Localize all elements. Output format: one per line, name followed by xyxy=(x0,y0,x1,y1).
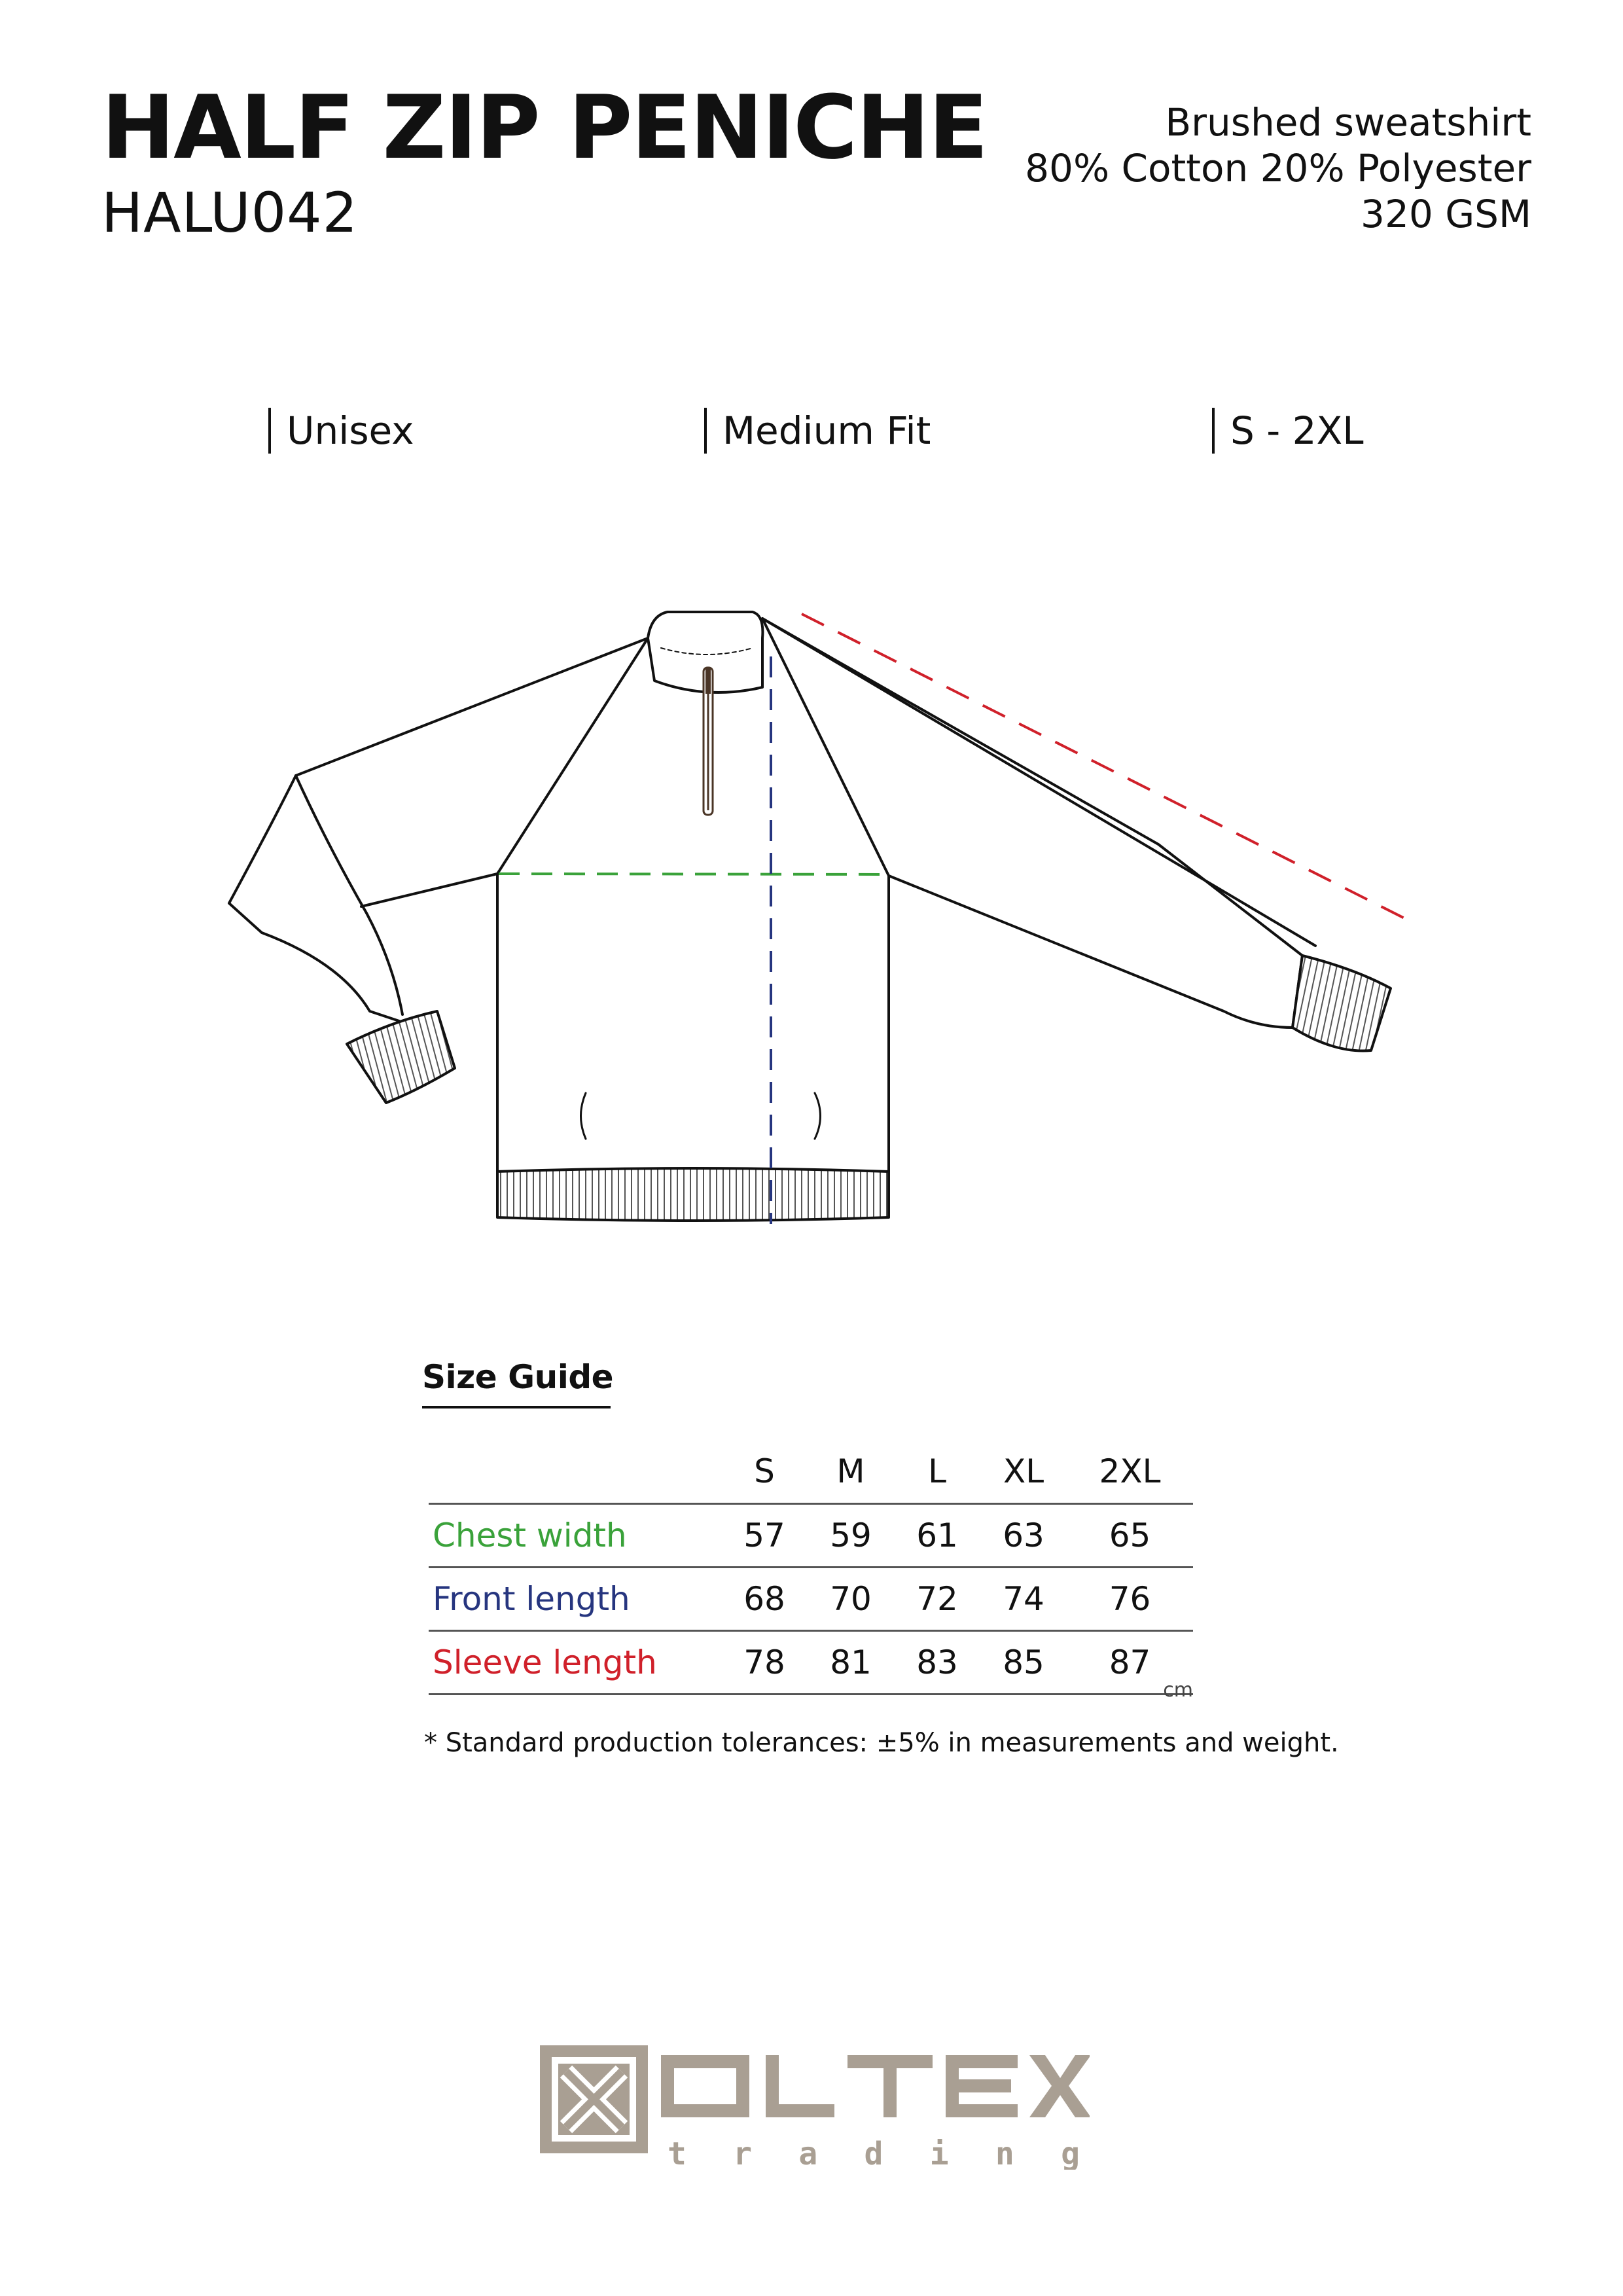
unit-label: cm xyxy=(1163,1679,1193,1702)
logo-letter-e xyxy=(946,2055,1018,2117)
size-guide-title: Size Guide xyxy=(422,1358,614,1396)
table-cell: 78 xyxy=(721,1630,808,1695)
logo-tagline: trading xyxy=(668,2136,1080,2170)
tolerance-note: * Standard production tolerances: ±5% in… xyxy=(424,1728,1339,1758)
size-col-m: M xyxy=(808,1440,894,1505)
collar xyxy=(647,611,764,694)
logo-letter-t xyxy=(847,2055,933,2117)
table-cell: 61 xyxy=(894,1503,980,1568)
table-cell: 72 xyxy=(894,1567,980,1632)
product-code: HALU042 xyxy=(101,181,359,245)
attribute-size-range: S - 2XL xyxy=(1212,408,1364,454)
spec-composition: 80% Cotton 20% Polyester xyxy=(1025,146,1531,190)
table-cell: 85 xyxy=(980,1630,1067,1695)
left-cuff xyxy=(346,1010,456,1104)
sweatshirt-drawing xyxy=(228,611,1414,1224)
size-col-xl: XL xyxy=(980,1440,1067,1505)
row-label-sleeve: Sleeve length xyxy=(429,1630,721,1695)
logo-letter-l xyxy=(766,2055,834,2117)
row-label-chest: Chest width xyxy=(429,1503,721,1568)
left-sleeve xyxy=(228,637,649,1062)
size-col-l: L xyxy=(894,1440,980,1505)
oltex-logo: trading xyxy=(540,2045,1090,2170)
logo-letter-x xyxy=(1029,2055,1090,2117)
spec-weight: 320 GSM xyxy=(1361,192,1531,236)
sleeve-measure-line xyxy=(801,613,1414,924)
size-guide-underline xyxy=(422,1406,611,1408)
product-title: HALF ZIP PENICHE xyxy=(101,77,988,179)
size-col-2xl: 2XL xyxy=(1067,1440,1193,1505)
table-cell: 63 xyxy=(980,1503,1067,1568)
table-row: Sleeve length 78 81 83 85 87 xyxy=(429,1630,1193,1695)
spec-fabric: Brushed sweatshirt xyxy=(1165,100,1531,145)
table-cell: 83 xyxy=(894,1630,980,1695)
size-header-row: S M L XL 2XL xyxy=(429,1440,1193,1505)
attribute-fit: Medium Fit xyxy=(704,408,931,454)
table-cell: 74 xyxy=(980,1567,1067,1632)
hem-rib xyxy=(496,1167,890,1222)
right-sleeve xyxy=(761,617,1304,1029)
zipper xyxy=(702,666,714,816)
table-cell: 81 xyxy=(808,1630,894,1695)
attribute-gender: Unisex xyxy=(268,408,414,454)
product-spec: Brushed sweatshirt 80% Cotton 20% Polyes… xyxy=(1025,99,1531,237)
table-cell: 70 xyxy=(808,1567,894,1632)
logo-letter-o xyxy=(661,2055,749,2117)
header-blank xyxy=(429,1440,721,1505)
row-label-front: Front length xyxy=(429,1567,721,1632)
table-cell: 68 xyxy=(721,1567,808,1632)
size-col-s: S xyxy=(721,1440,808,1505)
table-row: Chest width 57 59 61 63 65 xyxy=(429,1503,1193,1568)
table-cell: 65 xyxy=(1067,1503,1193,1568)
table-cell: 76 xyxy=(1067,1567,1193,1632)
size-table: S M L XL 2XL Chest width 57 59 61 63 65 … xyxy=(429,1440,1193,1695)
table-cell: 59 xyxy=(808,1503,894,1568)
right-cuff xyxy=(1291,954,1392,1052)
table-row: Front length 68 70 72 74 76 xyxy=(429,1567,1193,1632)
x-box-icon xyxy=(540,2045,648,2153)
body-left-side xyxy=(496,637,649,875)
table-cell: 87 xyxy=(1067,1630,1193,1695)
table-cell: 57 xyxy=(721,1503,808,1568)
